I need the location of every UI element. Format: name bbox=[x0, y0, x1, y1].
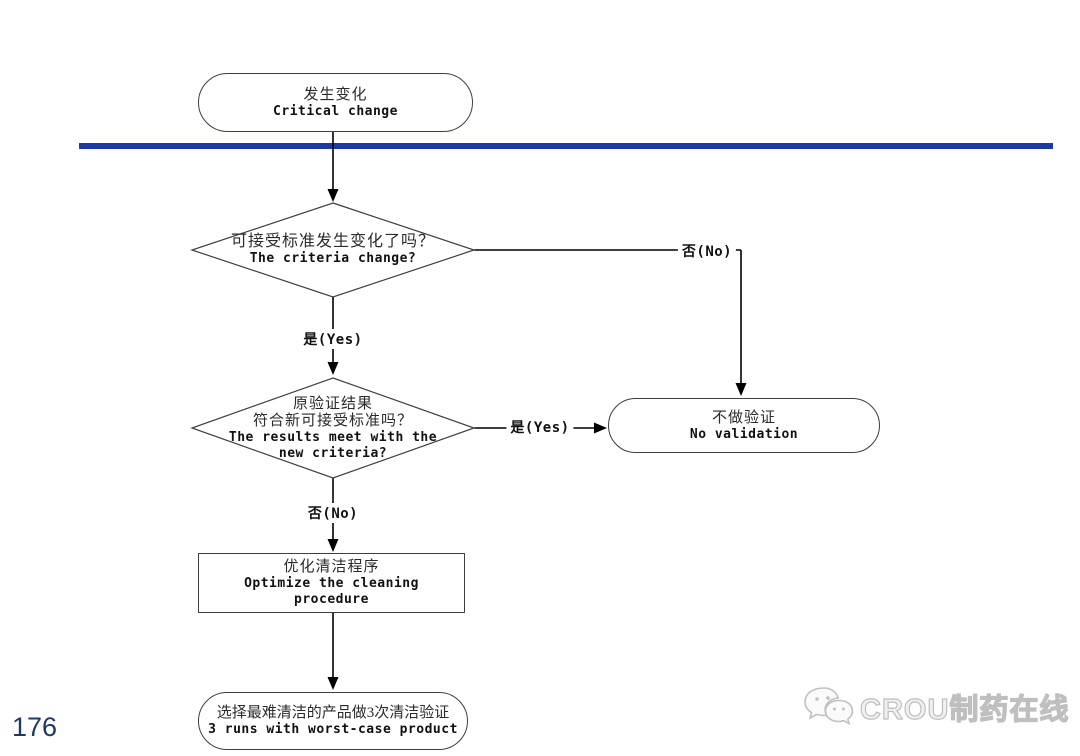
arrowhead-down-icon bbox=[327, 189, 339, 202]
watermark-brand-text: CROU制药在线 bbox=[859, 693, 1070, 726]
start-node: 发生变化 Critical change bbox=[198, 73, 473, 132]
arrowhead-down-icon bbox=[327, 539, 339, 552]
no-validation-label-zh: 不做验证 bbox=[711, 409, 776, 426]
page-number: 176 bbox=[12, 712, 58, 742]
no-validation-label-en: No validation bbox=[689, 426, 799, 442]
edge-label-yes1: 是(Yes) bbox=[299, 329, 367, 349]
watermark: CROU制药在线 bbox=[802, 680, 1078, 734]
edge-label-yes2: 是(Yes) bbox=[506, 417, 574, 437]
optimize-node: 优化清洁程序 Optimize the cleaning procedure bbox=[198, 553, 465, 613]
worst-case-label-zh: 选择最难清洁的产品做3次清洁验证 bbox=[216, 705, 450, 721]
arrowhead-down-icon bbox=[735, 383, 747, 396]
arrowhead-right-icon bbox=[594, 422, 607, 434]
arrowhead-down-icon bbox=[327, 362, 339, 375]
edge-label-no1: 否(No) bbox=[677, 241, 737, 261]
start-node-label-zh: 发生变化 bbox=[303, 86, 368, 103]
optimize-label-zh: 优化清洁程序 bbox=[283, 559, 380, 575]
decision1-diamond bbox=[190, 202, 476, 298]
optimize-label-en2: procedure bbox=[294, 592, 369, 607]
start-node-label-en: Critical change bbox=[273, 103, 398, 119]
worst-case-label-en: 3 runs with worst-case product bbox=[208, 722, 458, 737]
arrowhead-down-icon bbox=[327, 677, 339, 690]
optimize-label-en1: Optimize the cleaning bbox=[244, 576, 419, 591]
worst-case-node: 选择最难清洁的产品做3次清洁验证 3 runs with worst-case … bbox=[198, 692, 468, 750]
edge-label-no2: 否(No) bbox=[303, 503, 363, 523]
header-divider bbox=[79, 143, 1053, 149]
chat-bubbles-icon bbox=[804, 687, 854, 726]
no-validation-node: 不做验证 No validation bbox=[608, 398, 880, 453]
decision2-diamond bbox=[190, 377, 476, 479]
